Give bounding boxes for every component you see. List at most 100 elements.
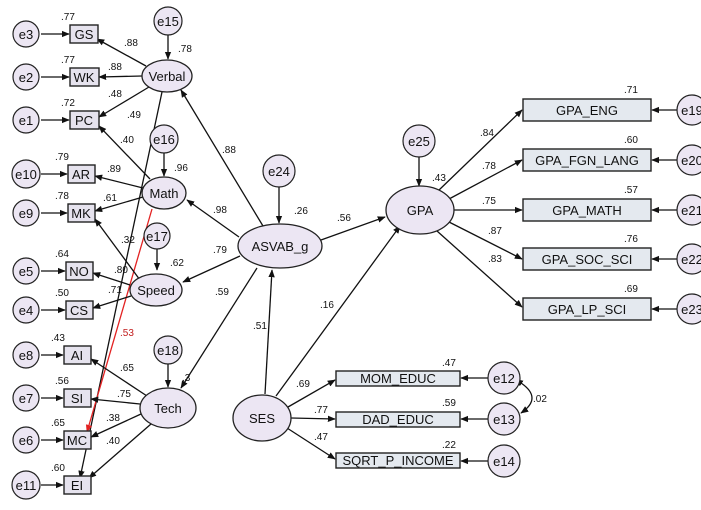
r2-ei: .60 — [51, 463, 65, 474]
path-speed-no — [92, 272, 131, 286]
asvab-indicators: GS WK PC AR MK NO CS AI SI MC EI — [63, 24, 100, 495]
coef-verbal-pc: .48 — [108, 89, 122, 100]
indicator-sqrt-p-income: SQRT_P_INCOME — [335, 452, 461, 469]
latent-label: SES — [249, 411, 275, 426]
r2-ai: .43 — [51, 333, 65, 344]
path-verbal-pc — [98, 86, 150, 118]
path-ses-mom — [287, 379, 336, 408]
indicator-label: PC — [75, 113, 93, 128]
error-label: e4 — [19, 303, 33, 318]
error-label: e25 — [408, 134, 430, 149]
r2-tech: .3 — [182, 373, 191, 384]
r2-cs: .50 — [55, 288, 69, 299]
error-e11: e11 — [11, 470, 41, 500]
r2-si: .56 — [55, 376, 69, 387]
error-e18: e18 — [153, 335, 183, 365]
error-e13: e13 — [487, 402, 521, 436]
indicator-label: SI — [71, 391, 83, 406]
indicator-label: AI — [71, 348, 83, 363]
error-label: e2 — [19, 70, 33, 85]
latent-verbal: Verbal — [141, 59, 193, 93]
indicator-pc: PC — [69, 110, 100, 130]
latent-variables: Verbal Math Speed Tech ASVAB_g GPA SES — [129, 59, 455, 442]
error-label: e8 — [19, 348, 33, 363]
latent-ses: SES — [232, 394, 292, 442]
path-asvab-gpa — [320, 216, 386, 241]
path-ses-inc — [286, 427, 336, 460]
error-e2: e2 — [12, 63, 40, 91]
coef-tech-mc: .38 — [106, 413, 120, 424]
r2-math: .96 — [174, 163, 188, 174]
path-verbal-gs — [96, 38, 147, 67]
error-e20: e20 — [676, 144, 701, 176]
path-verbal-ei — [78, 91, 163, 479]
indicator-label: CS — [70, 303, 88, 318]
latent-label: Math — [150, 186, 179, 201]
path-gpa-lp — [436, 230, 523, 308]
path-coefficients: .88 .88 .48 .49 .40 .89 .61 .32 .80 .71 … — [103, 38, 547, 447]
r2-verbal: .78 — [178, 44, 192, 55]
indicator-wk: WK — [69, 67, 100, 87]
latent-label: ASVAB_g — [252, 239, 309, 254]
indicator-label: MC — [67, 433, 87, 448]
indicator-gpa-math: GPA_MATH — [522, 198, 652, 222]
path-math-pc — [98, 125, 151, 180]
error-label: e7 — [19, 391, 33, 406]
r2-inc: .22 — [442, 440, 456, 451]
error-e5: e5 — [12, 257, 40, 285]
error-label: e16 — [153, 132, 175, 147]
path-speed-cs — [92, 295, 132, 309]
coef-math-mc: .53 — [120, 328, 134, 339]
indicator-label: SQRT_P_INCOME — [342, 453, 453, 468]
indicator-mk: MK — [67, 203, 96, 223]
coef-ses-dad: .77 — [314, 405, 328, 416]
r2-gpa-soc: .76 — [624, 234, 638, 245]
latent-asvab-g: ASVAB_g — [237, 223, 323, 269]
latent-label: Verbal — [149, 69, 186, 84]
error-e15: e15 — [153, 6, 183, 36]
error-label: e6 — [19, 433, 33, 448]
indicator-label: GPA_FGN_LANG — [535, 153, 639, 168]
path-asvab-verbal — [180, 89, 264, 227]
indicator-label: GS — [75, 27, 94, 42]
path-asvab-tech — [180, 267, 258, 389]
coef-ses-gpa: .16 — [320, 300, 334, 311]
error-e6: e6 — [12, 426, 40, 454]
indicator-label: AR — [72, 167, 90, 182]
coef-gpa-math: .75 — [482, 196, 496, 207]
coef-gpa-eng: .84 — [480, 128, 494, 139]
coef-ses-asvab: .51 — [253, 321, 267, 332]
indicator-label: DAD_EDUC — [362, 412, 434, 427]
indicator-si: SI — [63, 388, 92, 408]
r2-dad: .59 — [442, 398, 456, 409]
coef-verbal-wk: .88 — [108, 62, 122, 73]
indicator-ar: AR — [67, 164, 96, 184]
coef-tech-ei: .40 — [106, 436, 120, 447]
ses-indicators: MOM_EDUC DAD_EDUC SQRT_P_INCOME — [335, 370, 461, 469]
indicator-label: GPA_ENG — [556, 103, 618, 118]
error-e17: e17 — [143, 222, 171, 250]
coef-ses-mom: .69 — [296, 379, 310, 390]
coef-ses-inc: .47 — [314, 432, 328, 443]
coef-math-mk: .61 — [103, 193, 117, 204]
r2-gs: .77 — [61, 12, 75, 23]
coef-asvab-math: .98 — [213, 205, 227, 216]
coef-speed-no: .80 — [114, 265, 128, 276]
r2-pc: .72 — [61, 98, 75, 109]
indicator-no: NO — [65, 261, 94, 281]
coef-tech-ai: .65 — [120, 363, 134, 374]
indicator-label: MK — [71, 206, 91, 221]
error-label: e15 — [157, 14, 179, 29]
r2-speed: .62 — [170, 258, 184, 269]
r2-gpa: .43 — [432, 173, 446, 184]
error-label: e22 — [681, 252, 701, 267]
indicator-cs: CS — [65, 300, 94, 320]
indicator-mom-educ: MOM_EDUC — [335, 370, 461, 387]
latent-speed: Speed — [129, 273, 183, 307]
path-gpa-fgn — [448, 159, 523, 200]
error-e21: e21 — [676, 194, 701, 226]
error-terms: e3 e2 e1 e10 e9 e5 e4 e8 e7 e6 e11 e15 e… — [11, 6, 701, 500]
r2-mc: .65 — [51, 418, 65, 429]
path-ses-asvab — [264, 269, 275, 395]
error-label: e14 — [493, 454, 515, 469]
